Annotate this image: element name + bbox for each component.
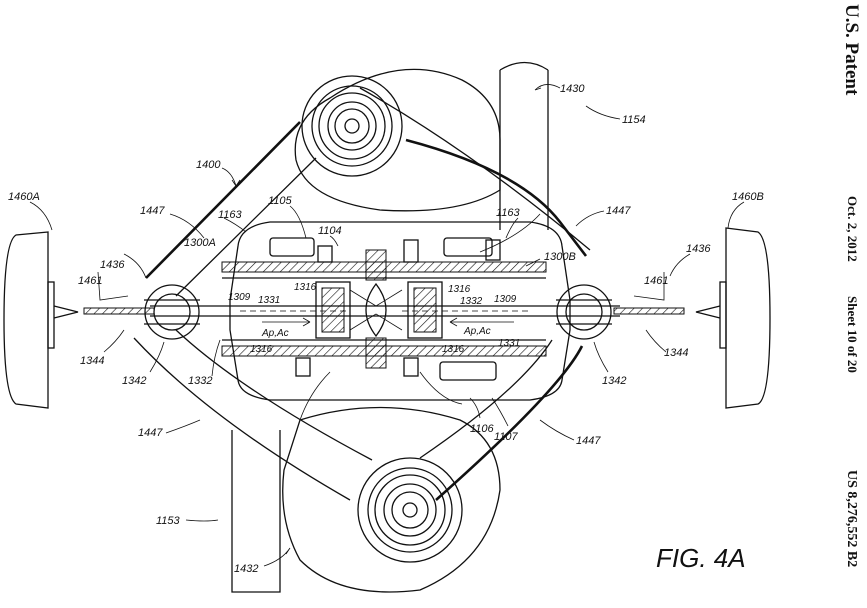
label-1430: 1430 — [560, 83, 585, 95]
label-apac-left: Ap,Ac — [261, 328, 289, 339]
header-title: U.S. Patent — [841, 4, 862, 96]
label-1332-top-right: 1332 — [460, 296, 483, 307]
label-1342-right: 1342 — [602, 375, 626, 387]
upper-bearing — [301, 75, 403, 177]
upper-housing — [294, 61, 549, 230]
label-1447-top-left: 1447 — [140, 205, 165, 217]
label-1104: 1104 — [318, 225, 342, 237]
label-1316-bottom-right: 1316 — [442, 344, 465, 355]
frame-1447 — [133, 87, 591, 501]
label-1309-right: 1309 — [494, 294, 517, 305]
figure-caption: FIG. 4A — [656, 543, 746, 573]
label-1344-left: 1344 — [80, 355, 104, 367]
label-1461-right: 1461 — [644, 275, 668, 287]
left-pivot-bearing — [144, 284, 200, 340]
header-date: Oct. 2, 2012 — [845, 196, 860, 262]
label-1432: 1432 — [234, 563, 258, 575]
label-1436-left: 1436 — [100, 259, 125, 271]
label-apac-right: Ap,Ac — [463, 326, 491, 337]
label-1153: 1153 — [156, 515, 181, 527]
label-1316-bottom-left: 1316 — [250, 344, 273, 355]
reference-labels: 1400 1430 1154 1460A 1460B 1447 1447 144… — [8, 83, 764, 575]
label-1461-left: 1461 — [78, 275, 102, 287]
label-1460A: 1460A — [8, 191, 40, 203]
label-1400: 1400 — [196, 159, 221, 171]
label-1309-left: 1309 — [228, 292, 251, 303]
label-1107: 1107 — [494, 431, 519, 443]
central-body — [83, 213, 685, 421]
label-1332-bottom-left: 1332 — [188, 375, 212, 387]
label-1163-right: 1163 — [496, 207, 521, 219]
lower-bearing — [357, 457, 463, 563]
patent-header: U.S. Patent Oct. 2, 2012 Sheet 10 of 20 … — [841, 4, 862, 567]
label-1163-left: 1163 — [218, 209, 243, 221]
label-1105: 1105 — [268, 195, 293, 207]
label-1316-top-left: 1316 — [294, 282, 317, 293]
label-1331-bottom-right: 1331 — [498, 338, 520, 349]
lower-housing — [231, 406, 501, 593]
label-1316-top-right: 1316 — [448, 284, 471, 295]
label-1106: 1106 — [470, 423, 495, 435]
label-1154: 1154 — [622, 114, 646, 126]
label-1447-bottom-right: 1447 — [576, 435, 601, 447]
label-1447-top-right: 1447 — [606, 205, 631, 217]
label-1342-left: 1342 — [122, 375, 146, 387]
leader-lines — [29, 84, 745, 567]
label-1460B: 1460B — [732, 191, 764, 203]
label-1331-top-left: 1331 — [258, 295, 280, 306]
cup-1460A — [3, 231, 79, 409]
label-1436-right: 1436 — [686, 243, 711, 255]
label-1300A: 1300A — [184, 237, 216, 249]
label-1447-bottom-left: 1447 — [138, 427, 163, 439]
header-patent-number: US 8,276,552 B2 — [844, 470, 859, 567]
label-1300B: 1300B — [544, 251, 576, 263]
header-sheet: Sheet 10 of 20 — [845, 296, 860, 373]
cup-1460B — [695, 227, 771, 409]
label-1344-right: 1344 — [664, 347, 688, 359]
right-pivot-bearing — [556, 284, 612, 340]
